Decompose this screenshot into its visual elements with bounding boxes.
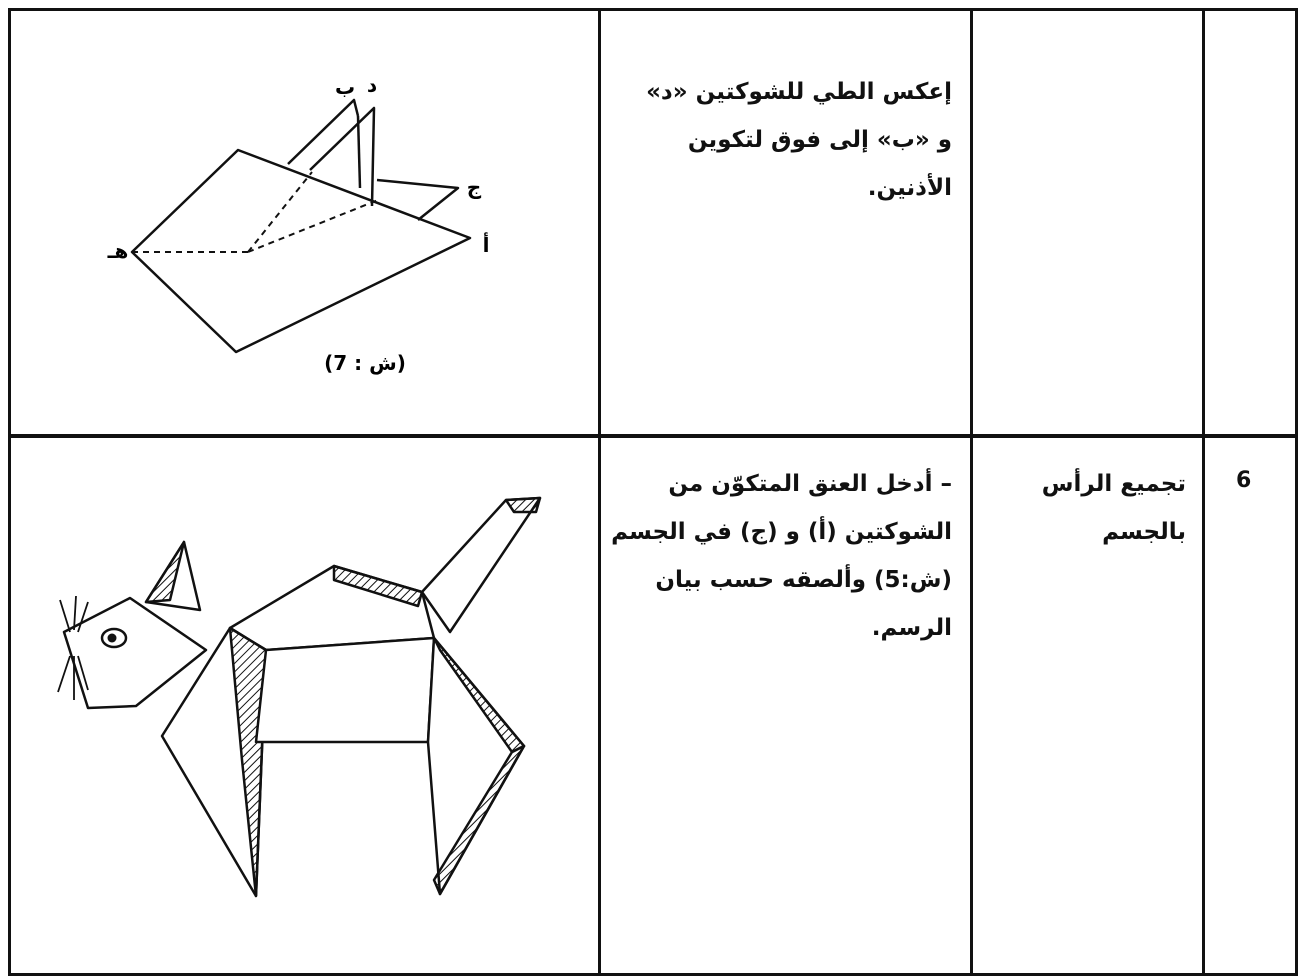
column-divider-figure xyxy=(598,8,601,976)
table-border-left xyxy=(8,8,11,976)
row2-instruction: – أدخل العنق المتكوّن من الشوكتين (أ) و … xyxy=(602,460,952,652)
figure-ear-fold: د ب ج أ هـ (ش : 7) xyxy=(30,20,590,420)
cat-tail xyxy=(422,498,540,632)
row-divider xyxy=(8,434,1298,438)
row2-number: 6 xyxy=(1236,468,1251,493)
table-border-bottom xyxy=(8,973,1298,976)
label-b: ب xyxy=(335,75,355,99)
table-border-top xyxy=(8,8,1298,11)
cat-body-top xyxy=(230,566,434,650)
label-a: أ xyxy=(483,231,490,257)
label-h: هـ xyxy=(107,239,129,263)
figure-caption: (ش : 7) xyxy=(324,351,406,375)
row2-step-title: تجميع الرأس بالجسم xyxy=(986,460,1186,556)
row1-instruction: إعكس الطي للشوكتين «د» و «ب» إلى فوق لتك… xyxy=(602,68,952,212)
label-d: د xyxy=(367,73,377,97)
cat-head xyxy=(64,598,206,708)
table-border-right xyxy=(1295,8,1298,976)
cat-belly xyxy=(256,638,434,742)
column-divider-step xyxy=(1202,8,1205,976)
fold-rhombus xyxy=(132,150,470,352)
label-j: ج xyxy=(467,175,482,199)
column-divider-instruction xyxy=(970,8,973,976)
figure-origami-cat xyxy=(30,460,590,960)
